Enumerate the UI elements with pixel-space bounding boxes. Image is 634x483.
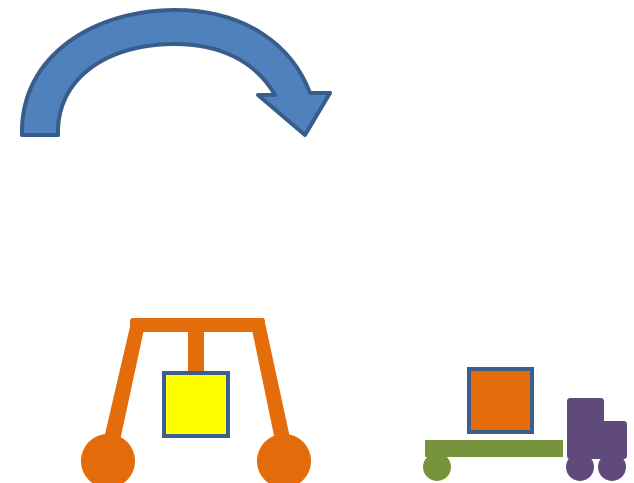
crane-left-wheel	[81, 434, 135, 483]
truck-flatbed	[425, 440, 563, 457]
truck-front-wheel-1	[566, 453, 594, 481]
crane-right-wheel	[257, 434, 311, 483]
crane-right-leg	[250, 318, 292, 450]
crane-top-beam	[130, 318, 265, 332]
truck-cab-body	[567, 421, 627, 459]
suspended-load-box	[164, 373, 228, 436]
crane-hoist-bar	[188, 330, 204, 372]
truck-rear-wheel	[423, 453, 451, 481]
cargo-box	[469, 369, 532, 432]
crane-left-leg	[102, 318, 146, 450]
curved-arrow-icon	[22, 10, 330, 135]
truck-front-wheel-2	[598, 453, 626, 481]
